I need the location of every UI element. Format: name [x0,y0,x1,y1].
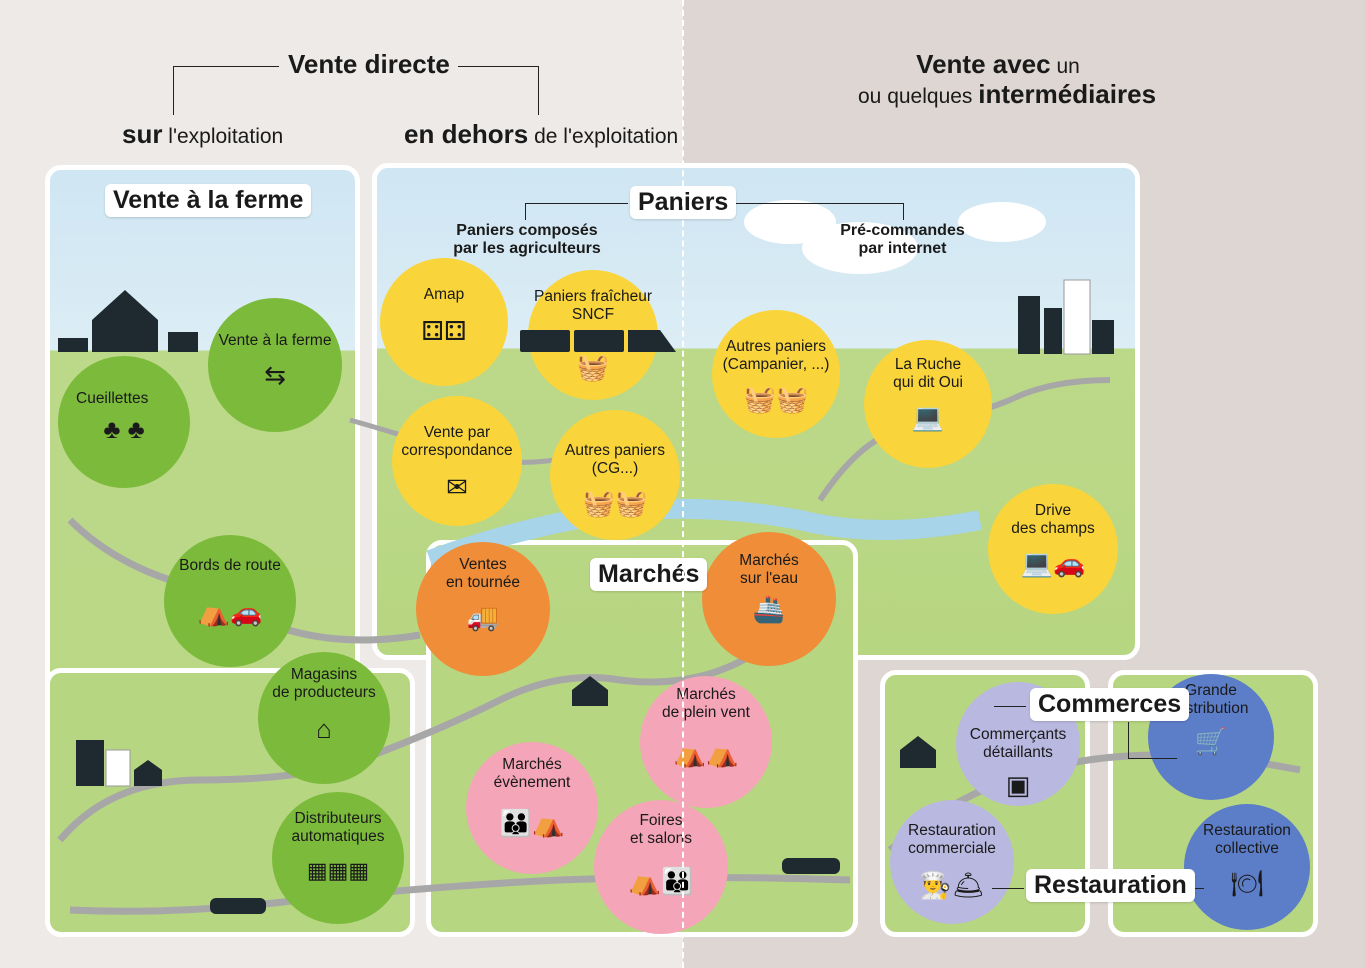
connector-baskets-right [735,203,904,220]
chef-icon: 👨‍🍳🛎 [919,870,985,900]
circle-mail-order[interactable]: Vente par correspondance ✉ [392,396,522,526]
circle-label: Vente par correspondance [401,424,513,459]
circle-label: Grande distribution [1173,682,1249,717]
basket-icon: 🧺🧺 [582,488,648,518]
label-shops: Commerces [1030,688,1190,721]
circle-farm-sale[interactable]: Vente à la ferme ⇆ [208,298,342,432]
sublabel-online-preorders: Pré-commandes par internet [840,222,965,257]
circle-label: Paniers fraîcheur SNCF [533,288,653,323]
circle-label: Restauration commerciale [908,822,996,857]
header-direct-sale: Vente directe [288,49,450,79]
building-icon [105,749,131,787]
circle-label: Bords de route [179,557,281,574]
crowd-icon: 👪⛺ [499,808,565,838]
car-pickup-icon: 💻🚗 [1020,548,1086,578]
connector-baskets-left [525,203,628,220]
circle-other-baskets-campanier[interactable]: Autres paniers (Campanier, ...) 🧺🧺 [712,310,840,438]
circle-label: Restauration collective [1203,822,1291,857]
sublabel-farmer-baskets: Paniers composés par les agriculteurs [453,222,601,257]
circle-label: Foires et salons [629,812,693,847]
circle-label: Autres paniers (Campanier, ...) [722,338,830,373]
circle-ruche[interactable]: La Ruche qui dit Oui 💻 [864,340,992,468]
house-icon [134,760,162,786]
header-off-farm: en dehors de l'exploitation [404,119,679,149]
building-icon [1063,279,1091,355]
circle-label: Amap [423,286,465,303]
circle-label: La Ruche qui dit Oui [893,356,963,391]
cloud-icon [802,222,918,274]
circle-label: Marchés de plein vent [662,686,750,721]
basket-icon: 🧺 [576,352,610,382]
circle-vending[interactable]: Distributeurs automatiques ▦▦▦ [272,792,404,924]
circle-picking[interactable]: Cueillettes ♣ ♣ [58,356,190,488]
connector-direct-right [458,66,539,115]
label-markets: Marchés [590,558,708,591]
circle-amap[interactable]: Amap ⚃⚃ [380,258,508,386]
building-icon [1018,296,1040,354]
divider-dashed-line [682,0,684,968]
circle-label: Marchés sur l'eau [739,552,799,587]
plate-cutlery-icon: 🍽 [1230,868,1264,898]
circle-roadside[interactable]: Bords de route ⛺🚗 [164,535,296,667]
header-on-farm: sur l'exploitation [122,119,284,149]
house-icon [900,736,936,768]
vending-machine-icon: ▦▦▦ [306,858,370,883]
car-icon [782,858,840,874]
circle-label: Ventes en tournée [445,556,521,591]
building-icon [1092,320,1114,354]
circle-open-air-markets[interactable]: Marchés de plein vent ⛺⛺ [640,676,772,808]
label-farm-sale: Vente à la ferme [105,184,312,217]
shopping-cart-icon: 🛒 [1194,726,1228,756]
circle-producer-shops[interactable]: Magasins de producteurs ⌂ [258,652,390,784]
circle-other-baskets-cg[interactable]: Autres paniers (CG...) 🧺🧺 [550,410,680,540]
cow-icon [58,338,88,352]
road-path [57,647,762,843]
car-icon [210,898,266,914]
river-path [426,498,982,570]
circle-label: Magasins de producteurs [272,666,376,701]
laptop-icon: 💻 [911,402,945,432]
market-stall-icon: ⛺⛺ [673,738,739,768]
signpost-icon: ⇆ [264,360,286,390]
truck-icon: 🚚 [466,602,500,632]
building-icon [76,740,104,786]
circle-commercial-catering[interactable]: Restauration commerciale 👨‍🍳🛎 [890,800,1014,924]
shop-icon: ⌂ [316,714,332,744]
parcel-icon: ✉ [446,472,468,502]
tractor-icon [168,332,198,352]
basket-icon: 🧺🧺 [743,384,809,414]
circle-label: Autres paniers (CG...) [565,442,665,477]
label-catering: Restauration [1026,869,1195,902]
circle-event-markets[interactable]: Marchés évènement 👪⛺ [466,742,598,874]
building-icon [1044,308,1062,354]
cloud-icon [958,202,1046,242]
connector-shops-right [1128,722,1177,759]
barn-icon [92,290,158,352]
train-icon [520,330,676,352]
circle-label: Vente à la ferme [218,332,332,349]
connector-catering-left [992,888,1024,889]
circle-collective-catering[interactable]: Restauration collective 🍽 [1184,804,1310,930]
basket-shelf-icon: ⚃⚃ [421,316,467,346]
connector-shops-left [994,706,1026,707]
circle-water-markets[interactable]: Marchés sur l'eau 🚢 [702,532,836,666]
circle-label: Distributeurs automatiques [291,810,385,845]
circle-label: Commerçants détaillants [969,726,1067,761]
circle-label: Drive des champs [1011,502,1095,537]
circle-label: Cueillettes [76,390,149,407]
tree-icon: ♣ ♣ [103,414,145,444]
circle-tour-sales[interactable]: Ventes en tournée 🚚 [416,542,550,676]
house-icon [572,676,608,706]
connector-direct-left [173,66,279,115]
circle-label: Marchés évènement [493,756,571,791]
cash-register-icon: ▣ [1005,770,1031,800]
header-intermediaries: Vente avec un ou quelques intermédiaires [858,49,1157,109]
boat-icon: 🚢 [752,594,786,624]
roadside-stall-icon: ⛺🚗 [197,597,263,627]
circle-drive[interactable]: Drive des champs 💻🚗 [988,484,1118,614]
